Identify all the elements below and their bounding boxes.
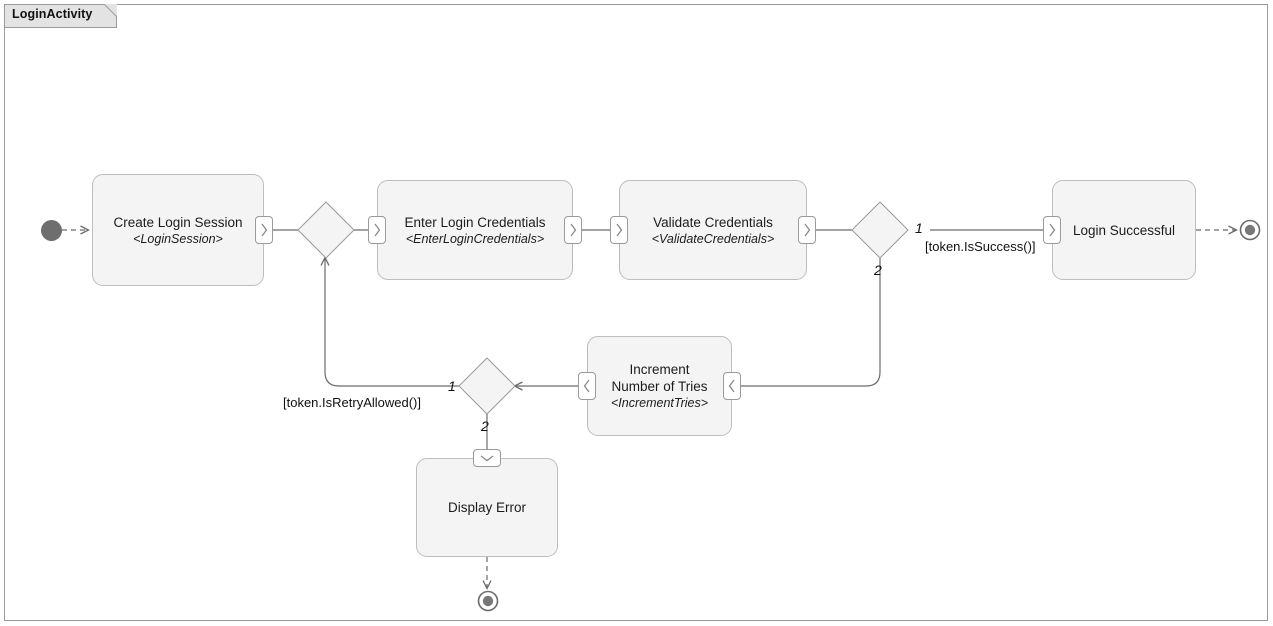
- final-node-error[interactable]: [477, 590, 499, 612]
- action-name: Create Login Session: [113, 214, 243, 230]
- action-create-login-session[interactable]: Create Login Session <LoginSession>: [92, 174, 264, 286]
- port-chevron-right-icon[interactable]: [255, 216, 273, 244]
- port-chevron-left-icon[interactable]: [578, 372, 596, 400]
- action-stereotype: <ValidateCredentials>: [651, 231, 775, 246]
- page-title: LoginActivity: [12, 7, 93, 21]
- action-validate-credentials[interactable]: Validate Credentials <ValidateCredential…: [619, 180, 807, 280]
- branch-label-error: 2: [481, 418, 489, 434]
- guard-label-success: [token.IsSuccess()]: [925, 239, 1036, 254]
- port-chevron-left-icon[interactable]: [723, 372, 741, 400]
- action-name: Display Error: [447, 500, 526, 515]
- action-stereotype: <LoginSession>: [133, 231, 223, 246]
- action-increment-number-of-tries[interactable]: Increment Number of Tries <IncrementTrie…: [587, 336, 732, 436]
- port-chevron-right-icon[interactable]: [610, 216, 628, 244]
- action-stereotype: <IncrementTries>: [610, 396, 709, 410]
- action-enter-login-credentials[interactable]: Enter Login Credentials <EnterLoginCrede…: [377, 180, 573, 280]
- initial-node[interactable]: [41, 220, 62, 241]
- activity-frame: [4, 4, 1268, 621]
- action-name: Enter Login Credentials: [404, 214, 546, 230]
- port-chevron-right-icon[interactable]: [564, 216, 582, 244]
- branch-label-retry: 1: [448, 378, 456, 394]
- port-chevron-right-icon[interactable]: [1043, 216, 1061, 244]
- port-chevron-down-icon[interactable]: [473, 449, 501, 467]
- branch-label-success: 1: [915, 220, 923, 236]
- final-node-success[interactable]: [1239, 219, 1261, 241]
- action-name: Login Successful: [1072, 222, 1176, 238]
- guard-label-retry: [token.IsRetryAllowed()]: [283, 395, 421, 410]
- port-chevron-right-icon[interactable]: [368, 216, 386, 244]
- action-name: Increment Number of Tries: [611, 362, 708, 394]
- frame-tab-shape: [4, 4, 117, 28]
- branch-label-fail: 2: [874, 262, 882, 278]
- action-name: Validate Credentials: [653, 214, 773, 230]
- action-display-error[interactable]: Display Error: [416, 458, 558, 557]
- action-stereotype: <EnterLoginCredentials>: [405, 231, 545, 246]
- action-login-successful[interactable]: Login Successful: [1052, 180, 1196, 280]
- activity-frame-tab: [4, 4, 117, 28]
- port-chevron-right-icon[interactable]: [798, 216, 816, 244]
